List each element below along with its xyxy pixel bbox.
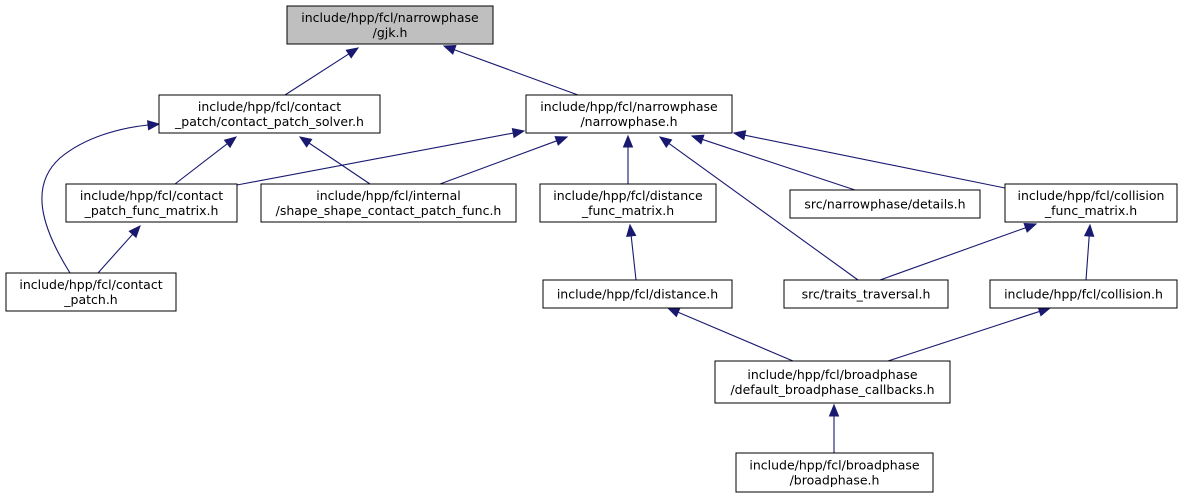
node-label-line: include/hpp/fcl/distance [553,188,703,203]
node-gjk[interactable]: include/hpp/fcl/narrowphase/gjk.h [286,5,494,45]
edges-layer [41,45,1095,453]
edge-dfm-to-np [622,134,634,184]
node-box [5,272,177,312]
node-label-line: include/hpp/fcl/narrowphase [540,99,718,114]
node-box [525,94,733,134]
node-label-line: _func_matrix.h [1044,203,1137,218]
edge-cp-to-cps [41,120,161,274]
edge-cpfm-to-np [236,127,526,186]
node-label-line: include/hpp/fcl/distance.h [557,287,718,302]
edge-details-to-np [690,134,856,191]
node-dfm[interactable]: include/hpp/fcl/distance_func_matrix.h [539,183,717,223]
node-label-line: include/hpp/fcl/narrowphase [301,10,479,25]
edge-tt-to-np [658,136,859,281]
node-label-line: include/hpp/fcl/broadphase [747,367,918,382]
node-label-line: include/hpp/fcl/collision [1018,188,1165,203]
node-box [1004,183,1178,223]
edge-cpfm-to-cps [174,136,238,185]
node-cps[interactable]: include/hpp/fcl/contact_patch/contact_pa… [158,94,381,134]
node-label-line: include/hpp/fcl/internal [316,188,460,203]
node-cpfm[interactable]: include/hpp/fcl/contact_patch_func_matri… [65,183,238,223]
node-box [286,5,494,45]
node-box [539,183,717,223]
node-bp[interactable]: include/hpp/fcl/broadphase/broadphase.h [735,452,934,493]
node-label-line: include/hpp/fcl/contact [80,188,223,203]
node-label-line: _patch_func_matrix.h [84,203,219,218]
node-label-line: /gjk.h [373,25,408,40]
node-label-line: include/hpp/fcl/collision.h [1004,287,1163,302]
node-sscpf[interactable]: include/hpp/fcl/internal/shape_shape_con… [260,183,517,223]
node-box [735,452,934,493]
node-label-line: include/hpp/fcl/contact [198,99,341,114]
node-label-line: /broadphase.h [790,473,880,488]
node-tt[interactable]: src/traits_traversal.h [783,279,949,309]
edge-tt-to-cfm [879,222,1038,281]
node-box [989,279,1178,309]
node-cfm[interactable]: include/hpp/fcl/collision_func_matrix.h [1004,183,1178,223]
edge-sscpf-to-np [439,136,569,185]
node-dist[interactable]: include/hpp/fcl/distance.h [542,279,733,309]
edge-dist-to-dfm [626,223,637,281]
nodes-layer: include/hpp/fcl/narrowphase/gjk.hinclude… [5,5,1178,493]
node-label-line: src/narrowphase/details.h [804,197,965,212]
node-label-line: /default_broadphase_callbacks.h [730,382,934,397]
node-label-line: _patch/contact_patch_solver.h [174,114,364,129]
edge-dbc-to-dist [666,307,794,362]
node-box [789,189,981,219]
node-details[interactable]: src/narrowphase/details.h [789,189,981,219]
edge-dbc-to-coll [887,306,1052,362]
node-label-line: include/hpp/fcl/contact [19,277,162,292]
node-box [714,360,951,404]
node-coll[interactable]: include/hpp/fcl/collision.h [989,279,1178,309]
edge-np-to-gjk [442,45,579,96]
node-np[interactable]: include/hpp/fcl/narrowphase/narrowphase.… [525,94,733,134]
edge-bp-to-dbc [828,403,840,453]
edge-coll-to-cfm [1083,223,1095,281]
node-label-line: _patch.h [63,292,117,307]
node-box [65,183,238,223]
node-label-line: include/hpp/fcl/broadphase [749,458,920,473]
node-dbc[interactable]: include/hpp/fcl/broadphase/default_broad… [714,360,951,404]
node-label-line: src/traits_traversal.h [802,287,931,302]
edge-cfm-to-np [732,130,1006,189]
node-box [260,183,517,223]
node-cp[interactable]: include/hpp/fcl/contact_patch.h [5,272,177,312]
edge-sscpf-to-cps [298,136,371,185]
edge-cps-to-gjk [284,47,360,96]
edge-cp-to-cpfm [97,225,141,274]
node-label-line: /shape_shape_contact_patch_func.h [276,203,502,218]
node-label-line: /narrowphase.h [580,114,677,129]
node-box [783,279,949,309]
node-label-line: _func_matrix.h [581,203,674,218]
node-box [542,279,733,309]
node-box [158,94,381,134]
